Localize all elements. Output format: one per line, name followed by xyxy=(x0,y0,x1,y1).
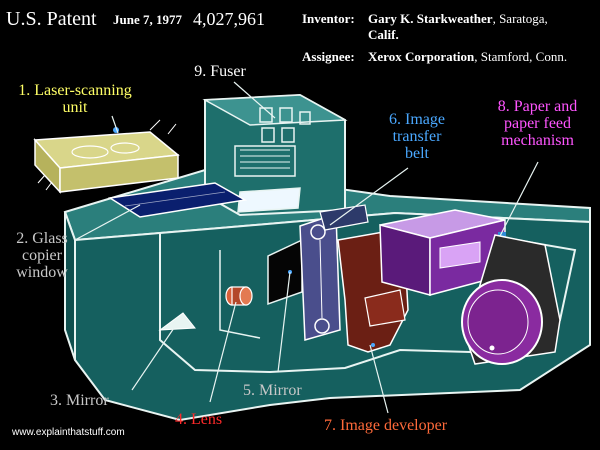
inventor-location: , Saratoga, xyxy=(492,11,548,26)
label-belt-line-1: 6. Image xyxy=(389,111,445,128)
assignee-name: Xerox Corporation xyxy=(368,49,475,64)
label-laser-line-2: unit xyxy=(62,99,88,116)
label-glass-window: 2. Glass copier window xyxy=(2,230,82,281)
label-paper-line-3: mechanism xyxy=(501,132,574,149)
label-fuser: 9. Fuser xyxy=(194,63,246,80)
inventor-line: Gary K. Starkweather, Saratoga, xyxy=(368,11,548,27)
website-credit: www.explainthatstuff.com xyxy=(12,427,125,438)
label-paper-line-2: paper feed xyxy=(503,115,572,132)
laser-scanning-unit xyxy=(33,127,180,194)
label-glass-line-3: window xyxy=(16,264,68,281)
mirror-3 xyxy=(158,312,196,331)
label-laser-scanning-unit: 1. Laser-scanning unit xyxy=(5,82,145,116)
assignee-label: Assignee: xyxy=(302,49,355,64)
label-paper-feed: 8. Paper and paper feed mechanism xyxy=(480,98,595,149)
label-image-transfer-belt: 6. Image transfer belt xyxy=(372,111,462,162)
fuser-window xyxy=(234,145,296,177)
label-glass-line-2: copier xyxy=(22,247,62,264)
assignee-location: , Stamford, Conn. xyxy=(474,49,568,64)
label-mirror-5: 5. Mirror xyxy=(243,382,302,399)
label-image-developer: 7. Image developer xyxy=(324,417,448,434)
fuser-tray xyxy=(237,187,301,213)
label-belt-line-3: belt xyxy=(405,145,429,162)
cutaway-outline xyxy=(159,231,577,374)
label-belt-line-2: transfer xyxy=(392,128,442,145)
label-mirror-3: 3. Mirror xyxy=(50,392,109,409)
mirror-5 xyxy=(267,238,303,306)
label-paper-line-1: 8. Paper and xyxy=(497,98,578,115)
label-laser-line-1: 1. Laser-scanning xyxy=(18,82,132,99)
lens-element xyxy=(225,286,253,306)
image-transfer-belt xyxy=(299,212,341,341)
label-glass-line-1: 2. Glass xyxy=(16,230,68,247)
patent-number: 4,027,961 xyxy=(193,9,265,29)
patent-label: U.S. Patent xyxy=(6,8,97,30)
leader-lines xyxy=(74,81,539,414)
inventor-label: Inventor: xyxy=(302,11,355,26)
paper-feed-mechanism xyxy=(379,209,561,365)
assignee-line: Xerox Corporation, Stamford, Conn. xyxy=(368,49,567,65)
inventor-state: Calif. xyxy=(368,27,399,42)
patent-date: June 7, 1977 xyxy=(113,12,182,27)
label-lens: 4. Lens xyxy=(175,411,223,428)
inventor-name: Gary K. Starkweather xyxy=(368,11,493,26)
machine-left-side xyxy=(64,211,76,361)
